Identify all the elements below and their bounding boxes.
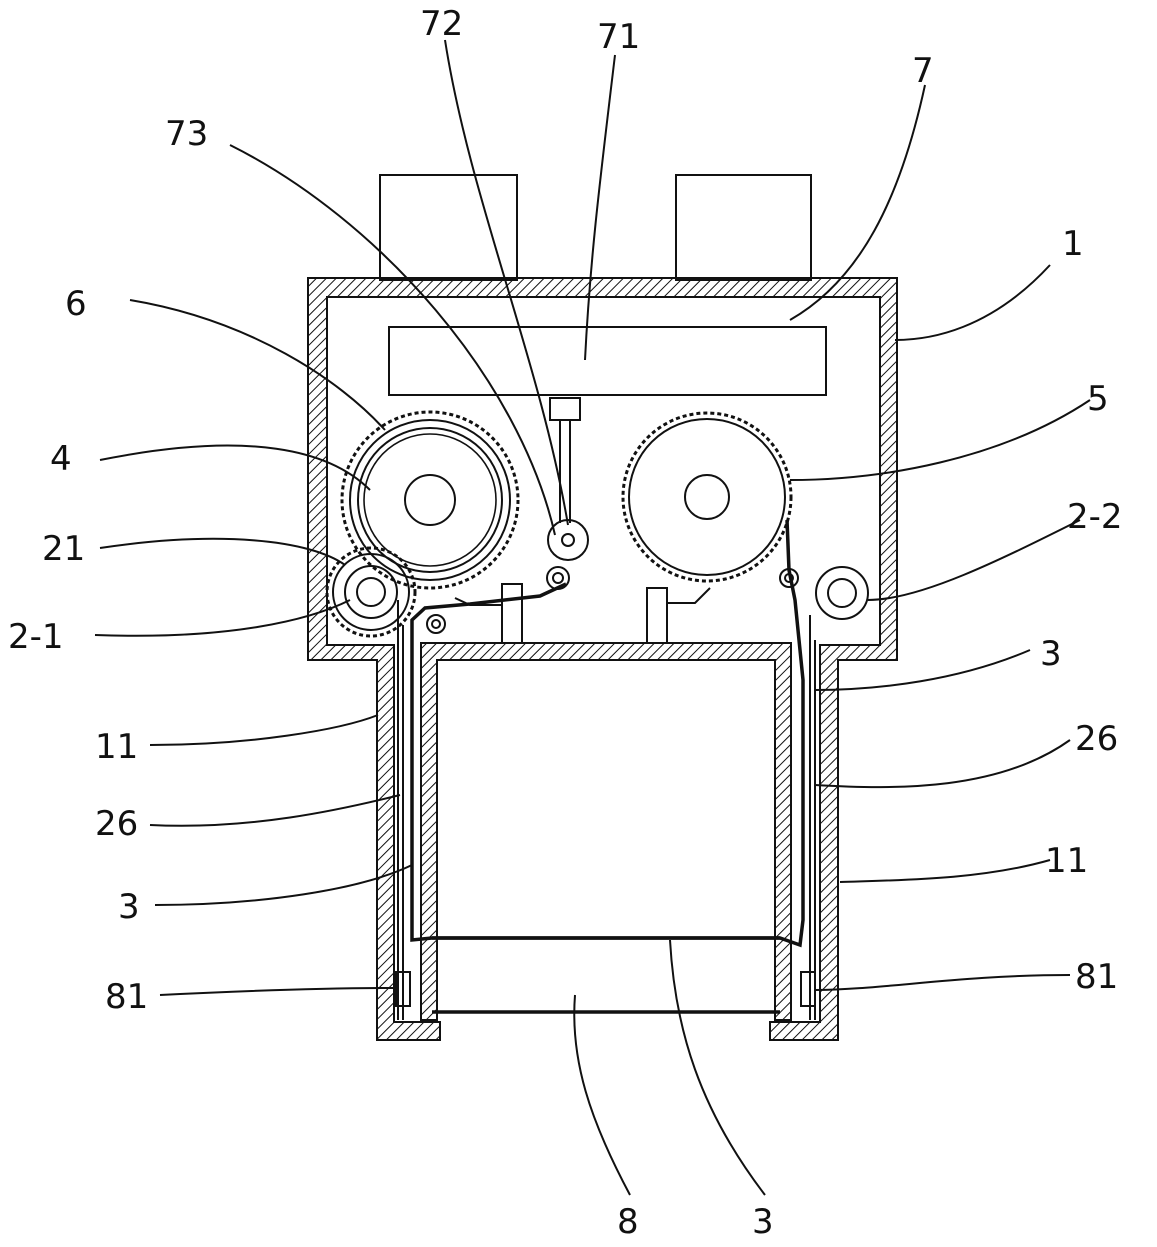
- label-2-1: 2-1: [8, 617, 64, 657]
- label-6: 6: [65, 284, 87, 324]
- gear-5: [623, 413, 791, 581]
- post-left: [502, 584, 522, 643]
- label-7: 7: [912, 51, 934, 91]
- label-81-right: 81: [1075, 957, 1118, 997]
- top-block-left: [380, 175, 517, 280]
- sensor-wheel: [548, 520, 588, 560]
- probe-head: [550, 398, 580, 420]
- label-8: 8: [617, 1202, 639, 1242]
- label-81-left: 81: [105, 977, 148, 1017]
- label-11-left: 11: [95, 727, 138, 767]
- inner-container: [421, 643, 791, 1020]
- bottom-plate: [437, 938, 775, 1012]
- roller-2-1: [345, 566, 397, 618]
- gear-5-hub: [685, 475, 729, 519]
- label-3-bottom: 3: [752, 1202, 774, 1242]
- label-73: 73: [165, 114, 208, 154]
- label-4: 4: [50, 439, 72, 479]
- label-1: 1: [1062, 224, 1084, 264]
- label-3-left: 3: [118, 887, 140, 927]
- gear-4: [358, 428, 502, 572]
- label-21: 21: [42, 529, 85, 569]
- gear-6: [342, 412, 518, 588]
- label-26-right: 26: [1075, 719, 1118, 759]
- label-26-left: 26: [95, 804, 138, 844]
- label-2-2: 2-2: [1067, 497, 1123, 537]
- part-81-right: [801, 972, 815, 1006]
- label-71: 71: [597, 17, 640, 57]
- label-3-right: 3: [1040, 634, 1062, 674]
- post-right: [647, 588, 667, 643]
- roller-2-2: [816, 567, 868, 619]
- gear-4-hub: [405, 475, 455, 525]
- guide-roller: [427, 615, 445, 633]
- top-block-right: [676, 175, 811, 280]
- belt-3: [412, 520, 803, 945]
- label-72: 72: [420, 4, 463, 44]
- display-unit: [389, 327, 826, 395]
- label-11-right: 11: [1045, 841, 1088, 881]
- label-5: 5: [1087, 379, 1109, 419]
